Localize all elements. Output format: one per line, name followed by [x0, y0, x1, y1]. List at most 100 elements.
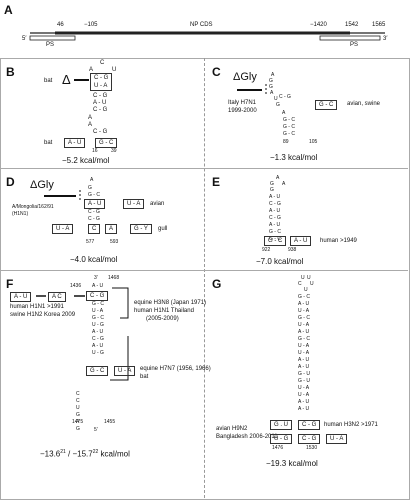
stem-g13: G - U — [298, 378, 310, 384]
boxed-pair-c: G - C — [315, 100, 338, 110]
host-bat-bottom: bat — [44, 140, 53, 146]
stem-g15: U - A — [298, 392, 310, 398]
years-c: 1999-2000 — [228, 108, 257, 114]
tail-f1: C — [76, 391, 80, 397]
boxed-pair-f-ac: A C — [48, 292, 66, 302]
loop-a: A — [89, 67, 94, 73]
stem-g10: A - U — [298, 357, 310, 363]
stem-f2: G - C — [92, 301, 104, 307]
loop-c6: G — [276, 102, 280, 108]
gene-schematic — [29, 31, 385, 41]
loop-d1: A — [90, 177, 94, 183]
subtype-d: (H1N1) — [12, 211, 29, 217]
host-bat-top: bat — [44, 78, 53, 84]
stem-e7: G - C — [269, 236, 281, 242]
stem-c4: G - C — [283, 131, 295, 137]
ps-right: PS — [350, 42, 359, 48]
pos-1468: 1468 — [108, 275, 120, 281]
stem-d1: G - C — [88, 192, 100, 198]
bulge-a2: A — [88, 122, 93, 128]
energy-e: −7.0 kcal/mol — [256, 257, 304, 266]
host-human-h3n2: human H3N2 >1971 — [324, 422, 378, 428]
stem-e5: A - U — [269, 222, 281, 228]
boxed-pair-d5: A — [105, 224, 118, 234]
host-h1n1-f: human H1N1 >1991 — [10, 304, 64, 310]
host-avian-h9n2: avian H9N2 — [216, 426, 248, 432]
tail-f4: G — [76, 412, 80, 418]
pos-1542: 1542 — [345, 22, 359, 28]
host-bat-f: bat — [140, 374, 149, 380]
stem-g11: A - U — [298, 364, 310, 370]
stem-e2: C - G — [269, 201, 281, 207]
boxed-pair-g5: U - A — [326, 434, 348, 444]
cds-label: NP CDS — [190, 22, 213, 28]
virus-c: Italy H7N1 — [228, 100, 257, 106]
panel-label-g: G — [212, 277, 222, 291]
boxed-pair-d2: U - A — [123, 199, 145, 209]
stem-f4: G - C — [92, 315, 104, 321]
pos-16: 16 — [92, 148, 98, 154]
pos-1475: 1475 — [72, 419, 84, 425]
stem-g7: G - C — [298, 336, 310, 342]
boxed-pair-f1: C - G — [86, 291, 109, 301]
loop-g4: U — [310, 281, 314, 287]
three-prime-f: 3′ — [94, 275, 98, 281]
panel-label-a: A — [4, 3, 13, 17]
host-equine-h7n7: equine H7N7 (1956, 1966) — [140, 366, 211, 372]
pos-105-c: 105 — [309, 139, 318, 145]
stem-c3: G - C — [283, 124, 295, 130]
panel-label-b: B — [6, 65, 15, 79]
loop-c4: A — [270, 90, 274, 96]
stem-c2: G - C — [283, 117, 295, 123]
five-prime-f: 5′ — [94, 427, 98, 433]
stem-e3: A - U — [269, 208, 281, 214]
loop-e2: G — [270, 181, 274, 187]
boxed-pair-d4: C — [88, 224, 101, 234]
boxed-pair-g3: U - G — [270, 434, 293, 444]
stem-g9: U - A — [298, 350, 310, 356]
pos-1455: 1455 — [104, 419, 116, 425]
loop-c5: U — [274, 96, 278, 102]
ps-left: PS — [46, 42, 55, 48]
pair-c0: C - G — [279, 94, 291, 100]
pos-46: 46 — [57, 22, 64, 28]
tail-f2: C — [76, 398, 80, 404]
loop-u: U — [112, 67, 117, 73]
panel-label-e: E — [212, 175, 221, 189]
stem-e1: A - U — [269, 194, 281, 200]
stem-e4: C - G — [269, 215, 281, 221]
delta-symbol: Δ — [62, 72, 71, 87]
grid-divider-2 — [0, 270, 408, 271]
strain-d: A/Mongolia/162/91 — [12, 204, 54, 210]
loop-c3: G — [269, 84, 273, 90]
stem-f6: A - U — [92, 329, 104, 335]
tail-f5: A — [76, 419, 80, 425]
boxed-pair-g4: C - G — [298, 434, 321, 444]
grid-divider-vertical — [204, 58, 205, 498]
stem-g5: U - A — [298, 322, 310, 328]
boxed-pair-au: A - U — [64, 138, 86, 148]
stem-d3: C - G — [88, 216, 100, 222]
stem-g3: U - A — [298, 308, 310, 314]
tail-f6: G — [76, 426, 80, 432]
boxed-pair-f2: G - C — [86, 366, 109, 376]
loop-g5: U — [304, 287, 308, 293]
boxed-pair-gc: G - C — [95, 138, 118, 148]
boxed-pair-f-au: A - U — [10, 292, 32, 302]
host-c: avian, swine — [347, 101, 381, 107]
energy-g: −19.3 kcal/mol — [266, 459, 318, 468]
boxed-pair-d6: G - Y — [130, 224, 152, 234]
boxed-pair-g2: C - G — [298, 420, 321, 430]
pos-1476: 1476 — [272, 445, 284, 451]
stem-e6: G - C — [269, 229, 281, 235]
boxed-pair-g1: G . U — [270, 420, 293, 430]
loop-d2: G — [88, 185, 92, 191]
panel-label-c: C — [212, 65, 221, 79]
boxed-pair-e1: G - C — [264, 236, 287, 246]
stem-b-3: C - G — [93, 107, 108, 113]
grid-divider-1 — [0, 168, 408, 169]
boxed-pair-f3: U - A — [114, 366, 136, 376]
pos-577: 577 — [86, 239, 95, 245]
stem-f8: A - U — [92, 343, 104, 349]
